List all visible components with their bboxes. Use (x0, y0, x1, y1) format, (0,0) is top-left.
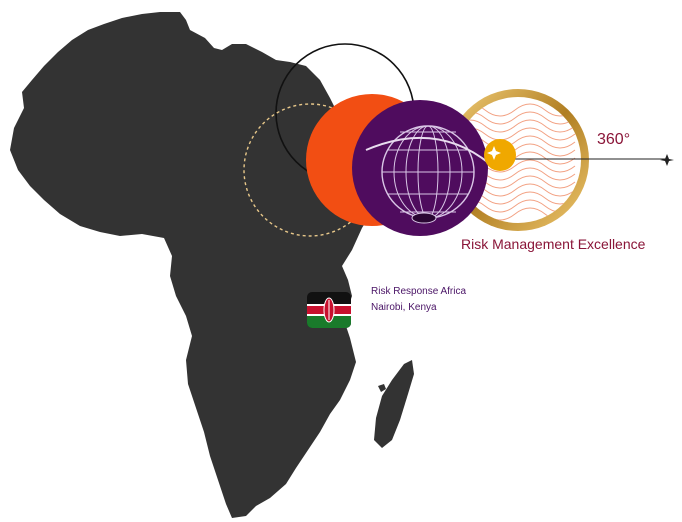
globe-icon (365, 125, 491, 224)
small-island (378, 384, 386, 392)
star-glint-icon (487, 146, 501, 160)
organization-location: Nairobi, Kenya (371, 302, 437, 313)
sun-orb (484, 139, 516, 171)
kenya-flag-icon (307, 292, 351, 328)
degree-label: 360° (597, 131, 631, 148)
organization-name: Risk Response Africa (371, 286, 467, 297)
sparkle-icon (660, 154, 674, 166)
madagascar-island (374, 360, 414, 448)
africa-continent-map (10, 12, 398, 518)
tagline-text: Risk Management Excellence (461, 236, 646, 252)
